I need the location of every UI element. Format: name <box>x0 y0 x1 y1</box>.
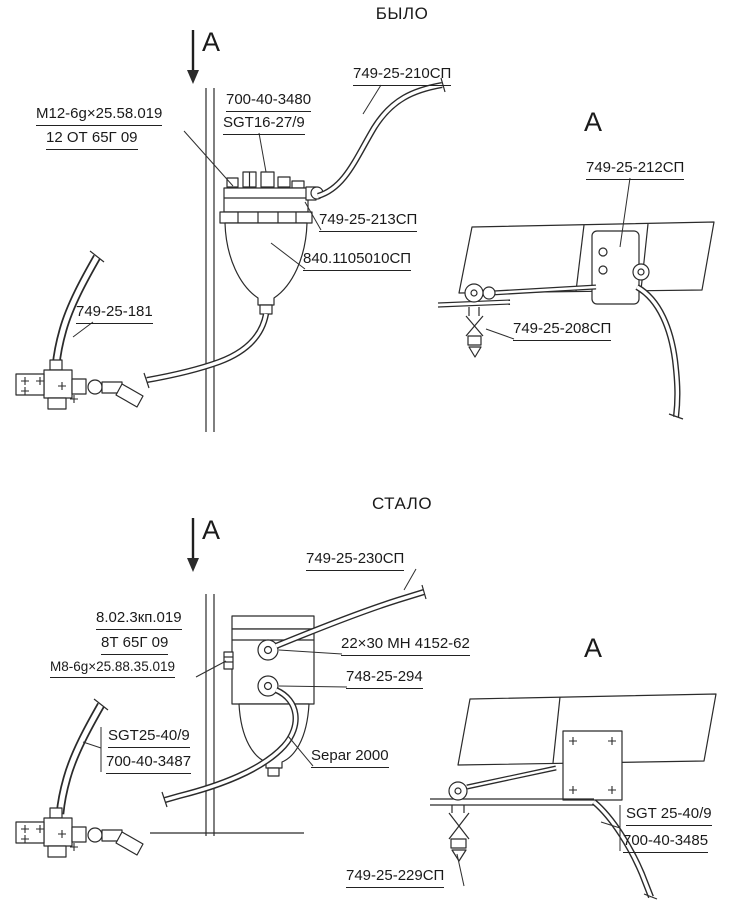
callout-right-part-after: 700-40-3485 <box>623 832 709 853</box>
after-mounting-post <box>150 594 304 836</box>
before-view-a-panel <box>458 221 715 294</box>
callout-tap-after: 749-25-229СП <box>346 867 445 888</box>
callout-hose-after: 749-25-230СП <box>306 550 405 571</box>
callout-fitting-after: 748-25-294 <box>346 668 423 689</box>
callout-bracket-before: 749-25-212СП <box>586 159 685 180</box>
callout-fitting-spec-before: SGT16-27/9 <box>223 114 305 135</box>
callout-hose-before: 749-25-210СП <box>353 65 452 86</box>
view-arrow-letter-before: A <box>202 27 221 57</box>
callout-filter-assembly-before: 840.1105010СП <box>303 250 412 271</box>
callout-fitting-part-before: 700-40-3480 <box>226 91 312 112</box>
before-hose-view-a <box>635 284 684 420</box>
callout-pipe-before: 749-25-181 <box>76 303 153 324</box>
callout-filter-after: Separ 2000 <box>311 747 389 768</box>
callout-washer-spec-before: 12 ОТ 65Г 09 <box>46 129 138 150</box>
section-title-after: СТАЛО <box>371 494 433 513</box>
after-leader-lines <box>82 568 621 887</box>
callout-banjo-bolt-after: 22×30 МН 4152-62 <box>341 635 470 656</box>
callout-bolt-spec-before: M12-6g×25.58.019 <box>36 105 163 126</box>
callout-hose-spec-after: SGT25-40/9 <box>108 727 190 748</box>
callout-hose-part-after: 700-40-3487 <box>106 753 192 774</box>
before-drain-tap-drawing <box>437 283 511 358</box>
after-section-arrow-icon <box>187 518 199 572</box>
before-bracket-drawing <box>482 230 650 305</box>
after-bracket-plate <box>466 730 623 801</box>
after-view-a-panel <box>457 693 717 766</box>
after-filter-drawing <box>223 615 315 777</box>
after-bent-pipe <box>55 698 109 815</box>
callout-washer-spec-after: 8Т 65Г 09 <box>101 634 169 655</box>
before-hose-bottom <box>143 313 270 389</box>
callout-screw-spec-after: M8-6g×25.88.35.019 <box>50 659 175 678</box>
after-drain-tap-drawing <box>430 781 594 862</box>
before-hose-top <box>316 77 446 199</box>
callout-bolt-spec-after: 8.02.3кп.019 <box>96 609 182 630</box>
before-section-arrow-icon <box>187 30 199 84</box>
after-hose-bottom <box>161 687 299 808</box>
before-cock-valve <box>15 359 144 410</box>
after-hose-view-a <box>591 799 658 900</box>
view-letter-before: A <box>584 107 603 137</box>
before-filter-drawing <box>219 171 324 315</box>
callout-filter-head-before: 749-25-213СП <box>319 211 418 232</box>
callout-right-spec-after: SGT 25-40/9 <box>626 805 712 826</box>
after-cock-valve <box>15 807 144 858</box>
after-hose-top <box>274 584 427 649</box>
section-title-before: БЫЛО <box>375 4 429 23</box>
callout-tap-before: 749-25-208СП <box>513 320 612 341</box>
view-letter-after: A <box>584 633 603 663</box>
before-leader-lines <box>72 84 631 340</box>
view-arrow-letter-after: A <box>202 515 221 545</box>
before-mounting-post <box>205 88 215 432</box>
before-bent-pipe <box>51 250 105 367</box>
